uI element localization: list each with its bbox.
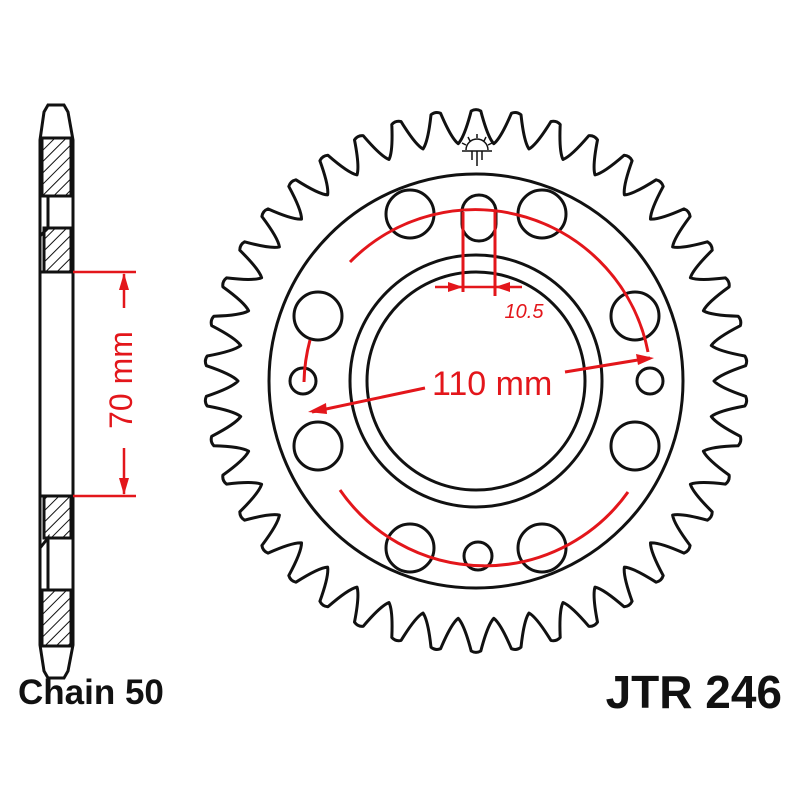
bolt-hole	[292, 290, 344, 342]
bolt-circle-label: 110 mm	[432, 365, 552, 403]
arrow-bolt-circle-right	[636, 354, 654, 365]
height-dimension-label: 70 mm	[103, 331, 139, 429]
center-bore-circle	[365, 270, 587, 492]
hatch-section-lower	[42, 494, 73, 540]
height-dimension	[73, 270, 136, 498]
dimension-arrows	[308, 282, 654, 414]
bolt-circle-leader-left	[311, 386, 426, 414]
bolt-circle-arc-bottom	[338, 489, 630, 568]
hatch-section-bottom	[40, 588, 73, 648]
bolt-circle-arc-left	[302, 339, 312, 383]
slot-width-label: 10.5	[505, 301, 545, 323]
bolt-holes	[288, 188, 665, 574]
bolt-hole	[292, 420, 344, 472]
side-profile-outline	[38, 103, 75, 680]
arrow-slot-right	[495, 282, 510, 292]
top-slot	[460, 193, 498, 243]
outer-rim-circle	[267, 172, 685, 590]
hub-circle	[348, 253, 604, 509]
hub-step-upper	[38, 194, 50, 238]
bolt-hole	[635, 366, 665, 396]
jt-sun-logo-icon	[461, 134, 493, 166]
part-number-label: JTR 246	[605, 666, 782, 718]
front-view	[203, 108, 749, 654]
bolt-hole	[609, 290, 661, 342]
hatch-section-upper	[42, 226, 73, 274]
arrow-slot-left	[448, 282, 463, 292]
arrow-bolt-circle-left	[308, 403, 327, 414]
bolt-circle-leader-right	[564, 356, 651, 374]
bolt-hole	[609, 420, 661, 472]
bolt-circle-dimension	[302, 208, 651, 568]
chain-size-label: Chain 50	[18, 673, 164, 712]
dim-arrow-bottom	[119, 478, 129, 495]
bolt-circle-arc-top	[348, 208, 650, 353]
hatch-section-top	[40, 136, 73, 198]
side-view	[38, 103, 75, 680]
hub-step-lower	[38, 533, 50, 592]
sprocket-teeth-outline	[203, 108, 749, 654]
dim-arrow-top	[119, 273, 129, 290]
bolt-hole	[462, 540, 494, 572]
